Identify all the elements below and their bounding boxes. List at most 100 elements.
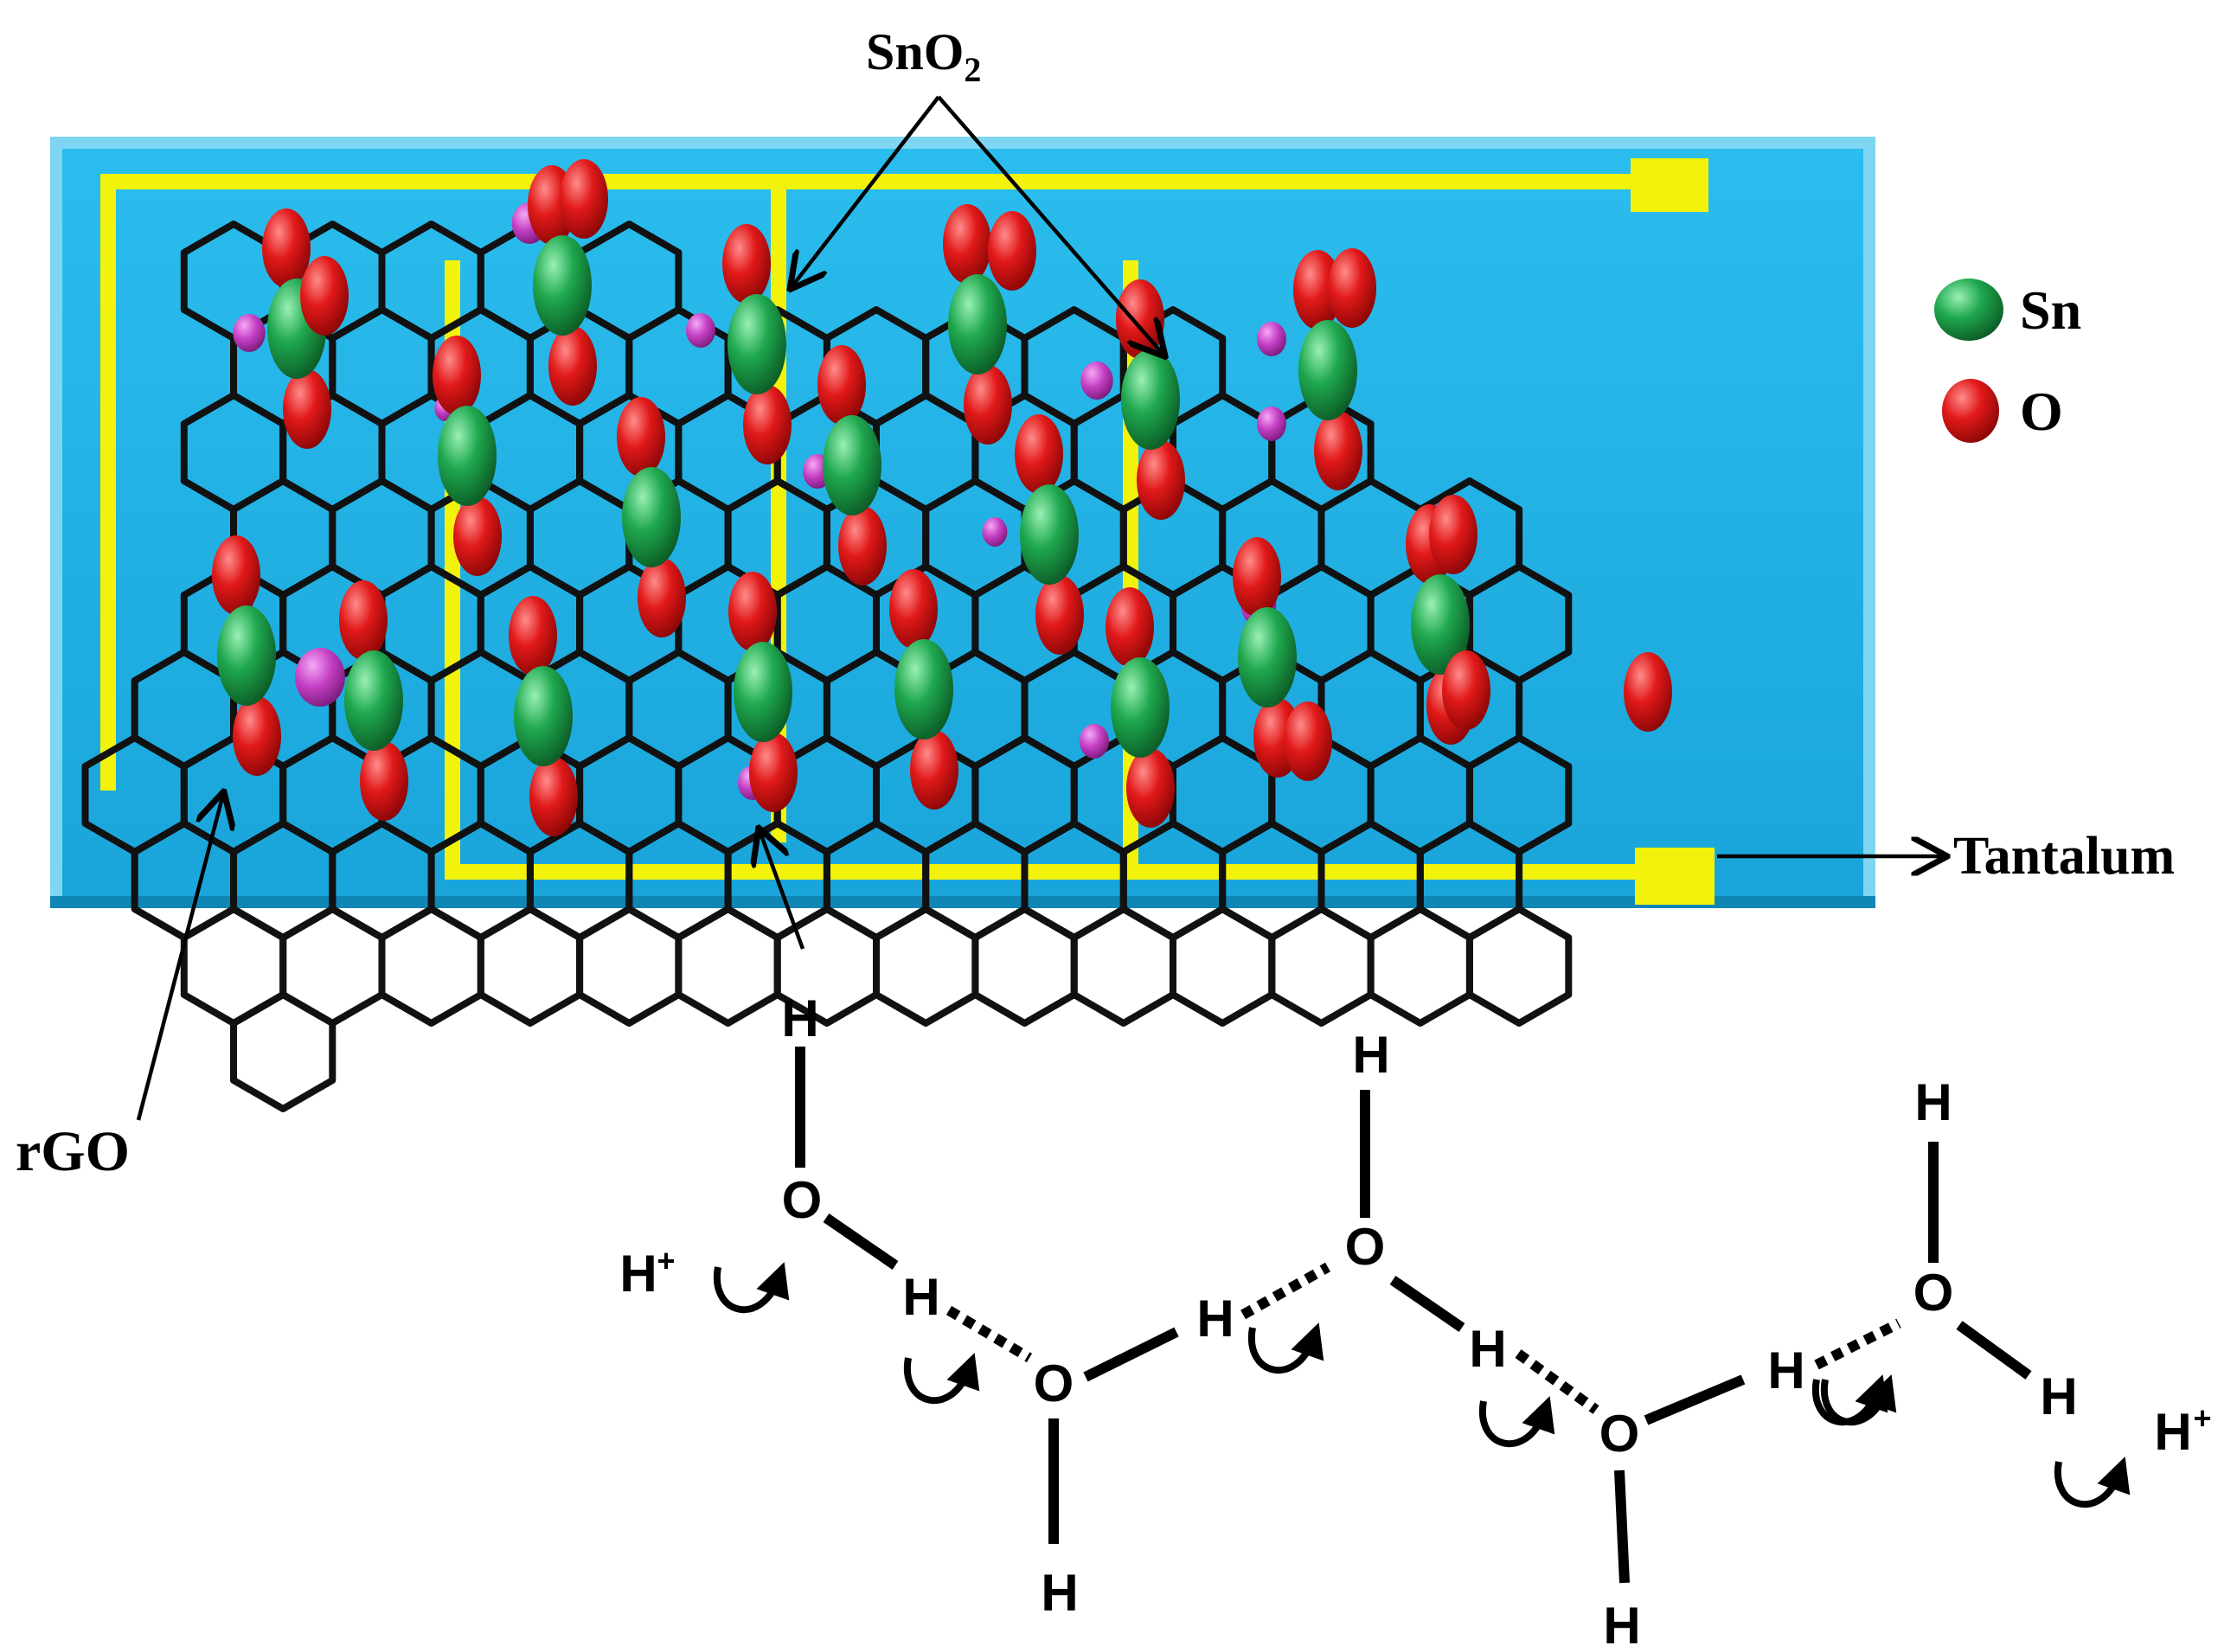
hex-cell bbox=[971, 906, 1078, 1027]
proton-left-charge: + bbox=[657, 1243, 675, 1278]
sno2-units bbox=[212, 159, 1672, 836]
hex-cell bbox=[576, 906, 683, 1027]
covalent-bond bbox=[1644, 1374, 1746, 1425]
o-atom bbox=[262, 208, 311, 288]
o-atom bbox=[433, 336, 481, 415]
hydrogen-bond bbox=[1515, 1349, 1599, 1414]
hydrogen-bond bbox=[945, 1305, 1033, 1363]
sno2-arrow-right bbox=[937, 95, 1163, 355]
legend: Sn O bbox=[1934, 279, 2081, 443]
o-atom bbox=[453, 496, 502, 576]
o-atom bbox=[1233, 537, 1281, 617]
o-atom bbox=[1015, 414, 1063, 494]
o-atom bbox=[1284, 701, 1332, 781]
proton-hopping-chain bbox=[713, 1047, 2131, 1584]
h-atom bbox=[1257, 407, 1286, 441]
h-atom bbox=[233, 314, 266, 352]
hydrogen-label: H bbox=[1041, 1564, 1078, 1622]
o-atom bbox=[988, 211, 1036, 291]
sn-atom bbox=[1238, 607, 1297, 708]
sn-atom bbox=[823, 415, 881, 515]
sn-atom bbox=[344, 650, 403, 751]
o-atom bbox=[360, 741, 408, 821]
proton-transfer-arrow bbox=[903, 1353, 980, 1405]
covalent-bond bbox=[1389, 1276, 1465, 1332]
o-atom bbox=[722, 224, 771, 304]
o-atom bbox=[1442, 650, 1490, 730]
o-atom bbox=[617, 397, 665, 477]
hex-cell bbox=[1170, 906, 1276, 1027]
proton-transfer-arrow bbox=[1820, 1374, 1897, 1426]
o-atom bbox=[964, 365, 1012, 445]
o-atom bbox=[548, 326, 597, 406]
covalent-bond bbox=[1614, 1470, 1630, 1584]
h-probe bbox=[760, 830, 805, 950]
hex-cell bbox=[1465, 906, 1573, 1027]
proton-transfer-arrow bbox=[2054, 1457, 2131, 1508]
o-atom bbox=[529, 757, 578, 836]
sn-atom bbox=[1020, 484, 1079, 585]
o-atom bbox=[749, 733, 798, 812]
sn-atom bbox=[533, 235, 592, 336]
covalent-bond bbox=[1083, 1327, 1179, 1382]
sno2-arrow-left bbox=[792, 95, 940, 287]
o-atom bbox=[212, 535, 260, 615]
sno2-label-text: SnO2 bbox=[866, 23, 981, 89]
o-atom bbox=[300, 256, 349, 336]
rgo-arrow bbox=[136, 794, 223, 1121]
proton-transfer-arrow bbox=[1478, 1396, 1555, 1448]
h-probe-arrow bbox=[760, 830, 805, 950]
tantalum-text: Tantalum bbox=[1953, 827, 2175, 886]
contact-pad-bottom bbox=[1635, 848, 1715, 905]
proton-right-label: H bbox=[2154, 1403, 2191, 1461]
h-probe-label: H bbox=[781, 989, 818, 1047]
sn-atom bbox=[622, 467, 681, 567]
o-atom bbox=[910, 730, 958, 810]
o-atom bbox=[1293, 250, 1342, 330]
o-atom bbox=[943, 204, 991, 284]
o-atom bbox=[1328, 248, 1376, 328]
proton-right-charge: + bbox=[2193, 1400, 2211, 1436]
o-atom bbox=[817, 345, 866, 425]
o-atom bbox=[509, 596, 557, 676]
oxygen-label: O bbox=[1913, 1264, 1954, 1322]
o-atom bbox=[1624, 652, 1672, 732]
covalent-bond bbox=[823, 1213, 899, 1270]
hydrogen-label: H bbox=[1196, 1290, 1234, 1348]
sn-atom bbox=[948, 274, 1007, 375]
hex-cell bbox=[378, 906, 484, 1027]
hydrogen-label: H bbox=[1914, 1073, 1952, 1131]
o-atom bbox=[560, 159, 608, 239]
h-atom bbox=[1080, 724, 1109, 759]
h-atom bbox=[295, 648, 345, 707]
o-atom bbox=[838, 506, 887, 586]
sn-atom bbox=[734, 642, 792, 742]
o-atom bbox=[638, 558, 686, 637]
hex-cell bbox=[1268, 906, 1375, 1027]
oxygen-label: O bbox=[1599, 1405, 1640, 1463]
o-atom bbox=[283, 369, 331, 449]
rgo-text: rGO bbox=[16, 1120, 130, 1183]
sn-atom bbox=[728, 294, 786, 394]
o-atom bbox=[889, 569, 938, 649]
proton-transfer-arrow bbox=[713, 1262, 790, 1314]
legend-o-swatch bbox=[1942, 379, 1999, 443]
legend-o-label: O bbox=[2020, 381, 2063, 442]
sn-atom bbox=[1411, 574, 1470, 675]
oxygen-label: O bbox=[782, 1171, 823, 1229]
hydrogen-label: H bbox=[902, 1268, 939, 1326]
covalent-bond bbox=[1956, 1321, 2032, 1380]
hydrogen-label: H bbox=[1767, 1341, 1804, 1399]
sn-atom bbox=[217, 605, 276, 706]
h-atom bbox=[686, 313, 715, 348]
hydrogen-label: H bbox=[1603, 1597, 1640, 1652]
hex-cell bbox=[1367, 906, 1473, 1027]
sn-atom bbox=[438, 406, 497, 506]
legend-sn-label: Sn bbox=[2020, 279, 2081, 341]
sn-atom bbox=[894, 639, 953, 740]
rgo-label: rGO bbox=[16, 794, 223, 1183]
o-atom bbox=[1137, 440, 1185, 520]
h-atom bbox=[1080, 362, 1113, 400]
